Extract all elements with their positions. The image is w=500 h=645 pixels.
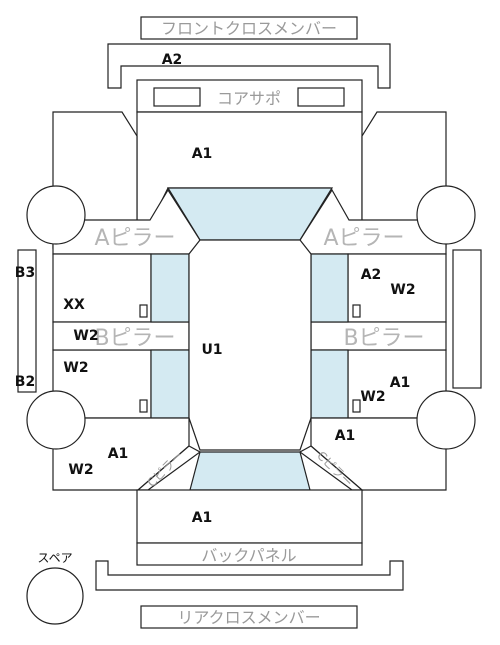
label-w2-rear-left-quarter: W2 [68,462,93,478]
rear-cross-member-box [140,605,358,629]
label-u1: U1 [201,342,222,358]
right-rear-window[interactable] [310,349,349,419]
b-pillar-left-label: Bピラー [94,326,175,351]
label-w2-rear-left-door: W2 [63,360,88,376]
spare-tire-label: スペア [37,551,72,565]
label-b2: B2 [15,374,35,390]
label-w2-rear-right-door: W2 [360,389,385,405]
a-pillar-left-label: Aピラー [94,226,175,251]
right-front-door[interactable] [347,253,447,323]
right-rear-door-handle [352,399,361,413]
back-panel-label: バックパネル [201,546,296,565]
back-panel [136,542,363,566]
label-a1-trunk: A1 [192,510,213,526]
label-w2-front-right-door: W2 [390,282,415,298]
roof[interactable] [188,239,312,451]
rear-window[interactable] [189,451,311,491]
left-rear-door-handle [139,399,148,413]
label-a2-front-right-door: A2 [361,267,382,283]
spare-tire[interactable] [26,567,84,625]
core-support-right-slot [297,87,345,107]
right-front-window[interactable] [310,253,349,323]
label-b3: B3 [15,265,35,281]
core-support-label: コアサポ [217,89,281,108]
right-rocker-panel [452,249,482,389]
left-front-door-handle [139,304,148,318]
left-rear-window[interactable] [150,349,190,419]
right-front-wheel[interactable] [416,185,476,245]
label-a1-rear-right-quarter: A1 [335,428,356,444]
front-bumper-bracket [107,43,391,89]
label-xx: XX [63,297,85,313]
left-rocker-panel [17,249,37,393]
label-a1-hood: A1 [192,146,213,162]
b-pillar-right [310,321,447,351]
front-cross-member-box [140,16,358,40]
left-front-window[interactable] [150,253,190,323]
core-support-left-slot [153,87,201,107]
front-cross-member-label: フロントクロスメンバー [161,19,337,38]
right-rear-wheel[interactable] [416,390,476,450]
label-w2-front-left-door: W2 [73,328,98,344]
left-front-wheel[interactable] [26,185,86,245]
rear-cross-member-label: リアクロスメンバー [177,608,320,627]
label-a1-rear-right-door: A1 [390,375,411,391]
trunk-lid[interactable] [136,489,363,544]
label-a2-top: A2 [162,52,183,68]
right-front-fender [300,111,447,249]
rear-bumper-bracket [95,560,404,591]
a-pillar-right-label: Aピラー [323,226,404,251]
right-front-door-handle [352,304,361,318]
left-rear-wheel[interactable] [26,390,86,450]
b-pillar-right-label: Bピラー [343,326,424,351]
b-pillar-left [52,321,190,351]
label-a1-rear-left: A1 [108,446,129,462]
